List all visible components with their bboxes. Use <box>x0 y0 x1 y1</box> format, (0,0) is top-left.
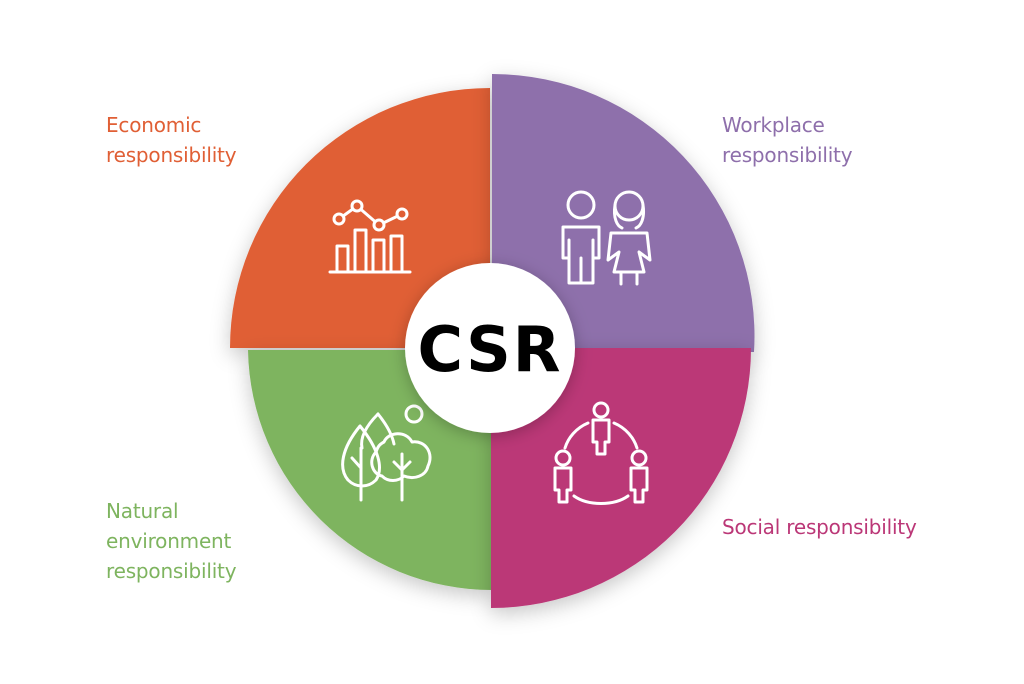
center-title: CSR <box>417 313 562 386</box>
center-circle <box>405 263 575 433</box>
workplace-quadrant <box>492 73 755 352</box>
natural-label-line-2: environment <box>106 529 232 553</box>
economic-label-line-1: Economic <box>106 113 202 137</box>
natural-label-line-1: Natural <box>106 499 179 523</box>
social-label-line-1: Social responsibility <box>722 515 917 539</box>
workplace-label-line-1: Workplace <box>722 113 825 137</box>
trees-sun-icon <box>341 404 432 502</box>
workplace-label-line-2: responsibility <box>722 143 853 167</box>
economic-label: Economic responsibility <box>106 110 237 170</box>
social-quadrant <box>491 348 751 608</box>
natural-label: Natural environment responsibility <box>106 496 237 586</box>
natural-quadrant <box>248 350 492 590</box>
workplace-label: Workplace responsibility <box>722 110 853 170</box>
natural-label-line-3: responsibility <box>106 559 237 583</box>
social-label: Social responsibility <box>722 512 917 542</box>
bar-line-chart-icon <box>328 199 412 274</box>
economic-label-line-2: responsibility <box>106 143 237 167</box>
connected-people-cycle-icon <box>553 401 649 505</box>
man-woman-people-icon <box>561 190 652 286</box>
economic-quadrant <box>230 88 490 348</box>
